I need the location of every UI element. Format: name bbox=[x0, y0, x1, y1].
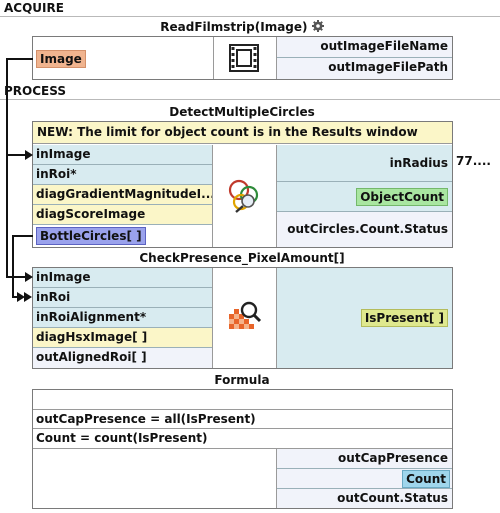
formula-line-outcappresence[interactable]: outCapPresence = all(IsPresent) bbox=[33, 410, 452, 429]
connection-wire bbox=[6, 58, 33, 60]
input-diaghsximage[interactable]: diagHsxImage[ ] bbox=[33, 328, 212, 348]
circles-detect-icon bbox=[213, 145, 276, 247]
section-process-label: PROCESS bbox=[4, 84, 66, 98]
input-inimage[interactable]: inImage bbox=[33, 145, 212, 165]
connection-arrow bbox=[24, 292, 32, 302]
output-count-tag[interactable]: Count bbox=[402, 470, 450, 488]
result-outimagefilepath[interactable]: outImageFilePath bbox=[277, 58, 452, 79]
readfilmstrip-block[interactable]: Image outImageFileName outImageFilePath bbox=[32, 36, 453, 80]
formula-block[interactable]: outCapPresence = all(IsPresent) Count = … bbox=[32, 389, 453, 509]
output-bottlecircles-tag[interactable]: BottleCircles[ ] bbox=[36, 227, 146, 245]
gear-icon[interactable] bbox=[311, 20, 324, 32]
section-divider bbox=[0, 16, 500, 17]
connection-wire bbox=[12, 235, 33, 237]
formula-line-count[interactable]: Count = count(IsPresent) bbox=[33, 429, 452, 449]
output-outalignedroi[interactable]: outAlignedRoi[ ] bbox=[33, 348, 212, 368]
connection-wire bbox=[6, 58, 8, 277]
output-outcount-status[interactable]: outCount.Status bbox=[277, 489, 452, 508]
pixel-check-icon bbox=[213, 268, 276, 368]
output-ispresent-tag[interactable]: IsPresent[ ] bbox=[360, 309, 448, 327]
checkpresence-block[interactable]: inImage inRoi inRoiAlignment* diagHsxIma… bbox=[32, 267, 453, 369]
readfilmstrip-title: ReadFilmstrip(Image) bbox=[32, 20, 452, 34]
input-inroialignment[interactable]: inRoiAlignment* bbox=[33, 308, 212, 328]
connection-arrow bbox=[17, 292, 25, 302]
notice-banner: NEW: The limit for object count is in th… bbox=[33, 122, 452, 144]
result-outcircles-count-status[interactable]: outCircles.Count.Status bbox=[277, 212, 452, 247]
connection-wire bbox=[12, 235, 14, 297]
connection-wire bbox=[6, 154, 26, 156]
input-inroi[interactable]: inRoi* bbox=[33, 165, 212, 185]
output-image-tag[interactable]: Image bbox=[36, 50, 86, 68]
connection-wire bbox=[6, 276, 26, 278]
param-inradius[interactable]: inRadius bbox=[277, 145, 452, 182]
input-diagscoreimage[interactable]: diagScoreImage bbox=[33, 205, 212, 225]
result-outimagefilename[interactable]: outImageFileName bbox=[277, 37, 452, 58]
detectcircles-block[interactable]: NEW: The limit for object count is in th… bbox=[32, 121, 453, 248]
section-acquire-label: ACQUIRE bbox=[4, 1, 64, 15]
param-inradius-value[interactable]: 77.... bbox=[456, 154, 491, 168]
section-divider bbox=[0, 99, 500, 100]
output-outcappresence[interactable]: outCapPresence bbox=[277, 449, 452, 469]
connection-arrow bbox=[25, 272, 33, 282]
input-diaggradientmagnitude[interactable]: diagGradientMagnitudeI... bbox=[33, 185, 212, 205]
detectcircles-title: DetectMultipleCircles bbox=[169, 105, 315, 119]
formula-title: Formula bbox=[214, 373, 270, 387]
connection-arrow bbox=[25, 150, 33, 160]
input-inimage[interactable]: inImage bbox=[33, 268, 212, 288]
filmstrip-icon bbox=[214, 37, 276, 79]
checkpresence-title: CheckPresence_PixelAmount[] bbox=[139, 251, 345, 265]
input-inroi[interactable]: inRoi bbox=[33, 288, 212, 308]
output-objectcount-tag[interactable]: ObjectCount bbox=[356, 188, 448, 206]
